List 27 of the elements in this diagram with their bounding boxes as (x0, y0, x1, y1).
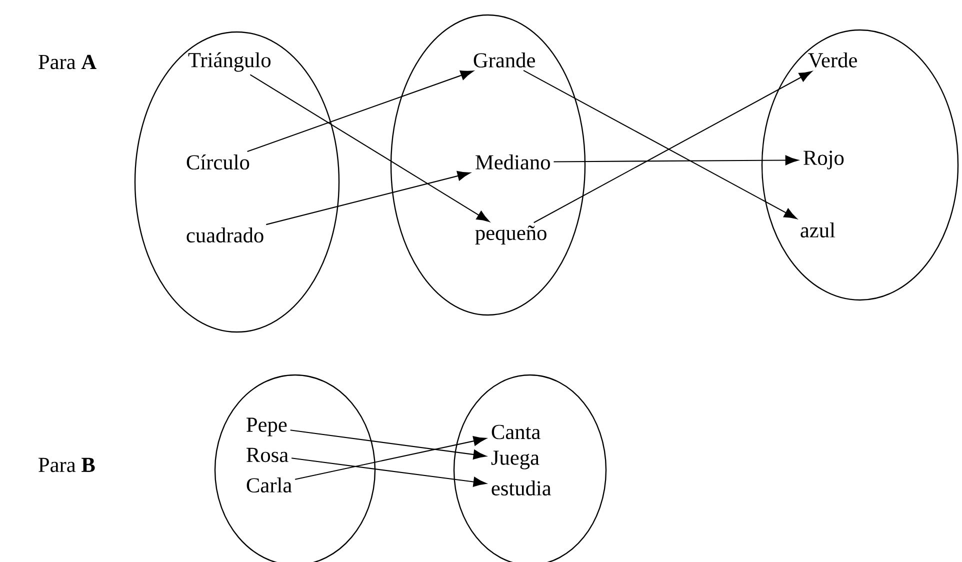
arrow (250, 74, 490, 222)
word-label: Pepe (246, 418, 287, 436)
word-label: azul (800, 222, 836, 238)
word-label: Mediano (476, 154, 550, 170)
word-label: Círculo (186, 154, 250, 170)
word-label: pequeño (475, 226, 546, 244)
set-ellipse (390, 14, 586, 316)
arrow (290, 430, 486, 460)
set-ellipse (134, 31, 340, 333)
arrow (247, 70, 474, 152)
arrow (291, 458, 486, 487)
word-label: Carla (246, 478, 292, 493)
word-label: Grande (474, 52, 535, 68)
arrow (554, 155, 798, 166)
word-label: Triángulo (188, 52, 271, 72)
word-label: Juega (491, 450, 540, 470)
word-label: Canta (492, 424, 540, 440)
word-label: Rosa (246, 448, 288, 462)
word-label: Verde (808, 52, 857, 68)
set-ellipse (761, 29, 959, 301)
arrow (266, 171, 470, 226)
arrow (294, 436, 486, 480)
set-label: Para B (38, 458, 95, 472)
word-label: estudia (492, 480, 552, 496)
word-label: cuadrado (186, 228, 264, 243)
set-label: Para A (38, 54, 96, 70)
word-label: Rojo (804, 150, 844, 170)
